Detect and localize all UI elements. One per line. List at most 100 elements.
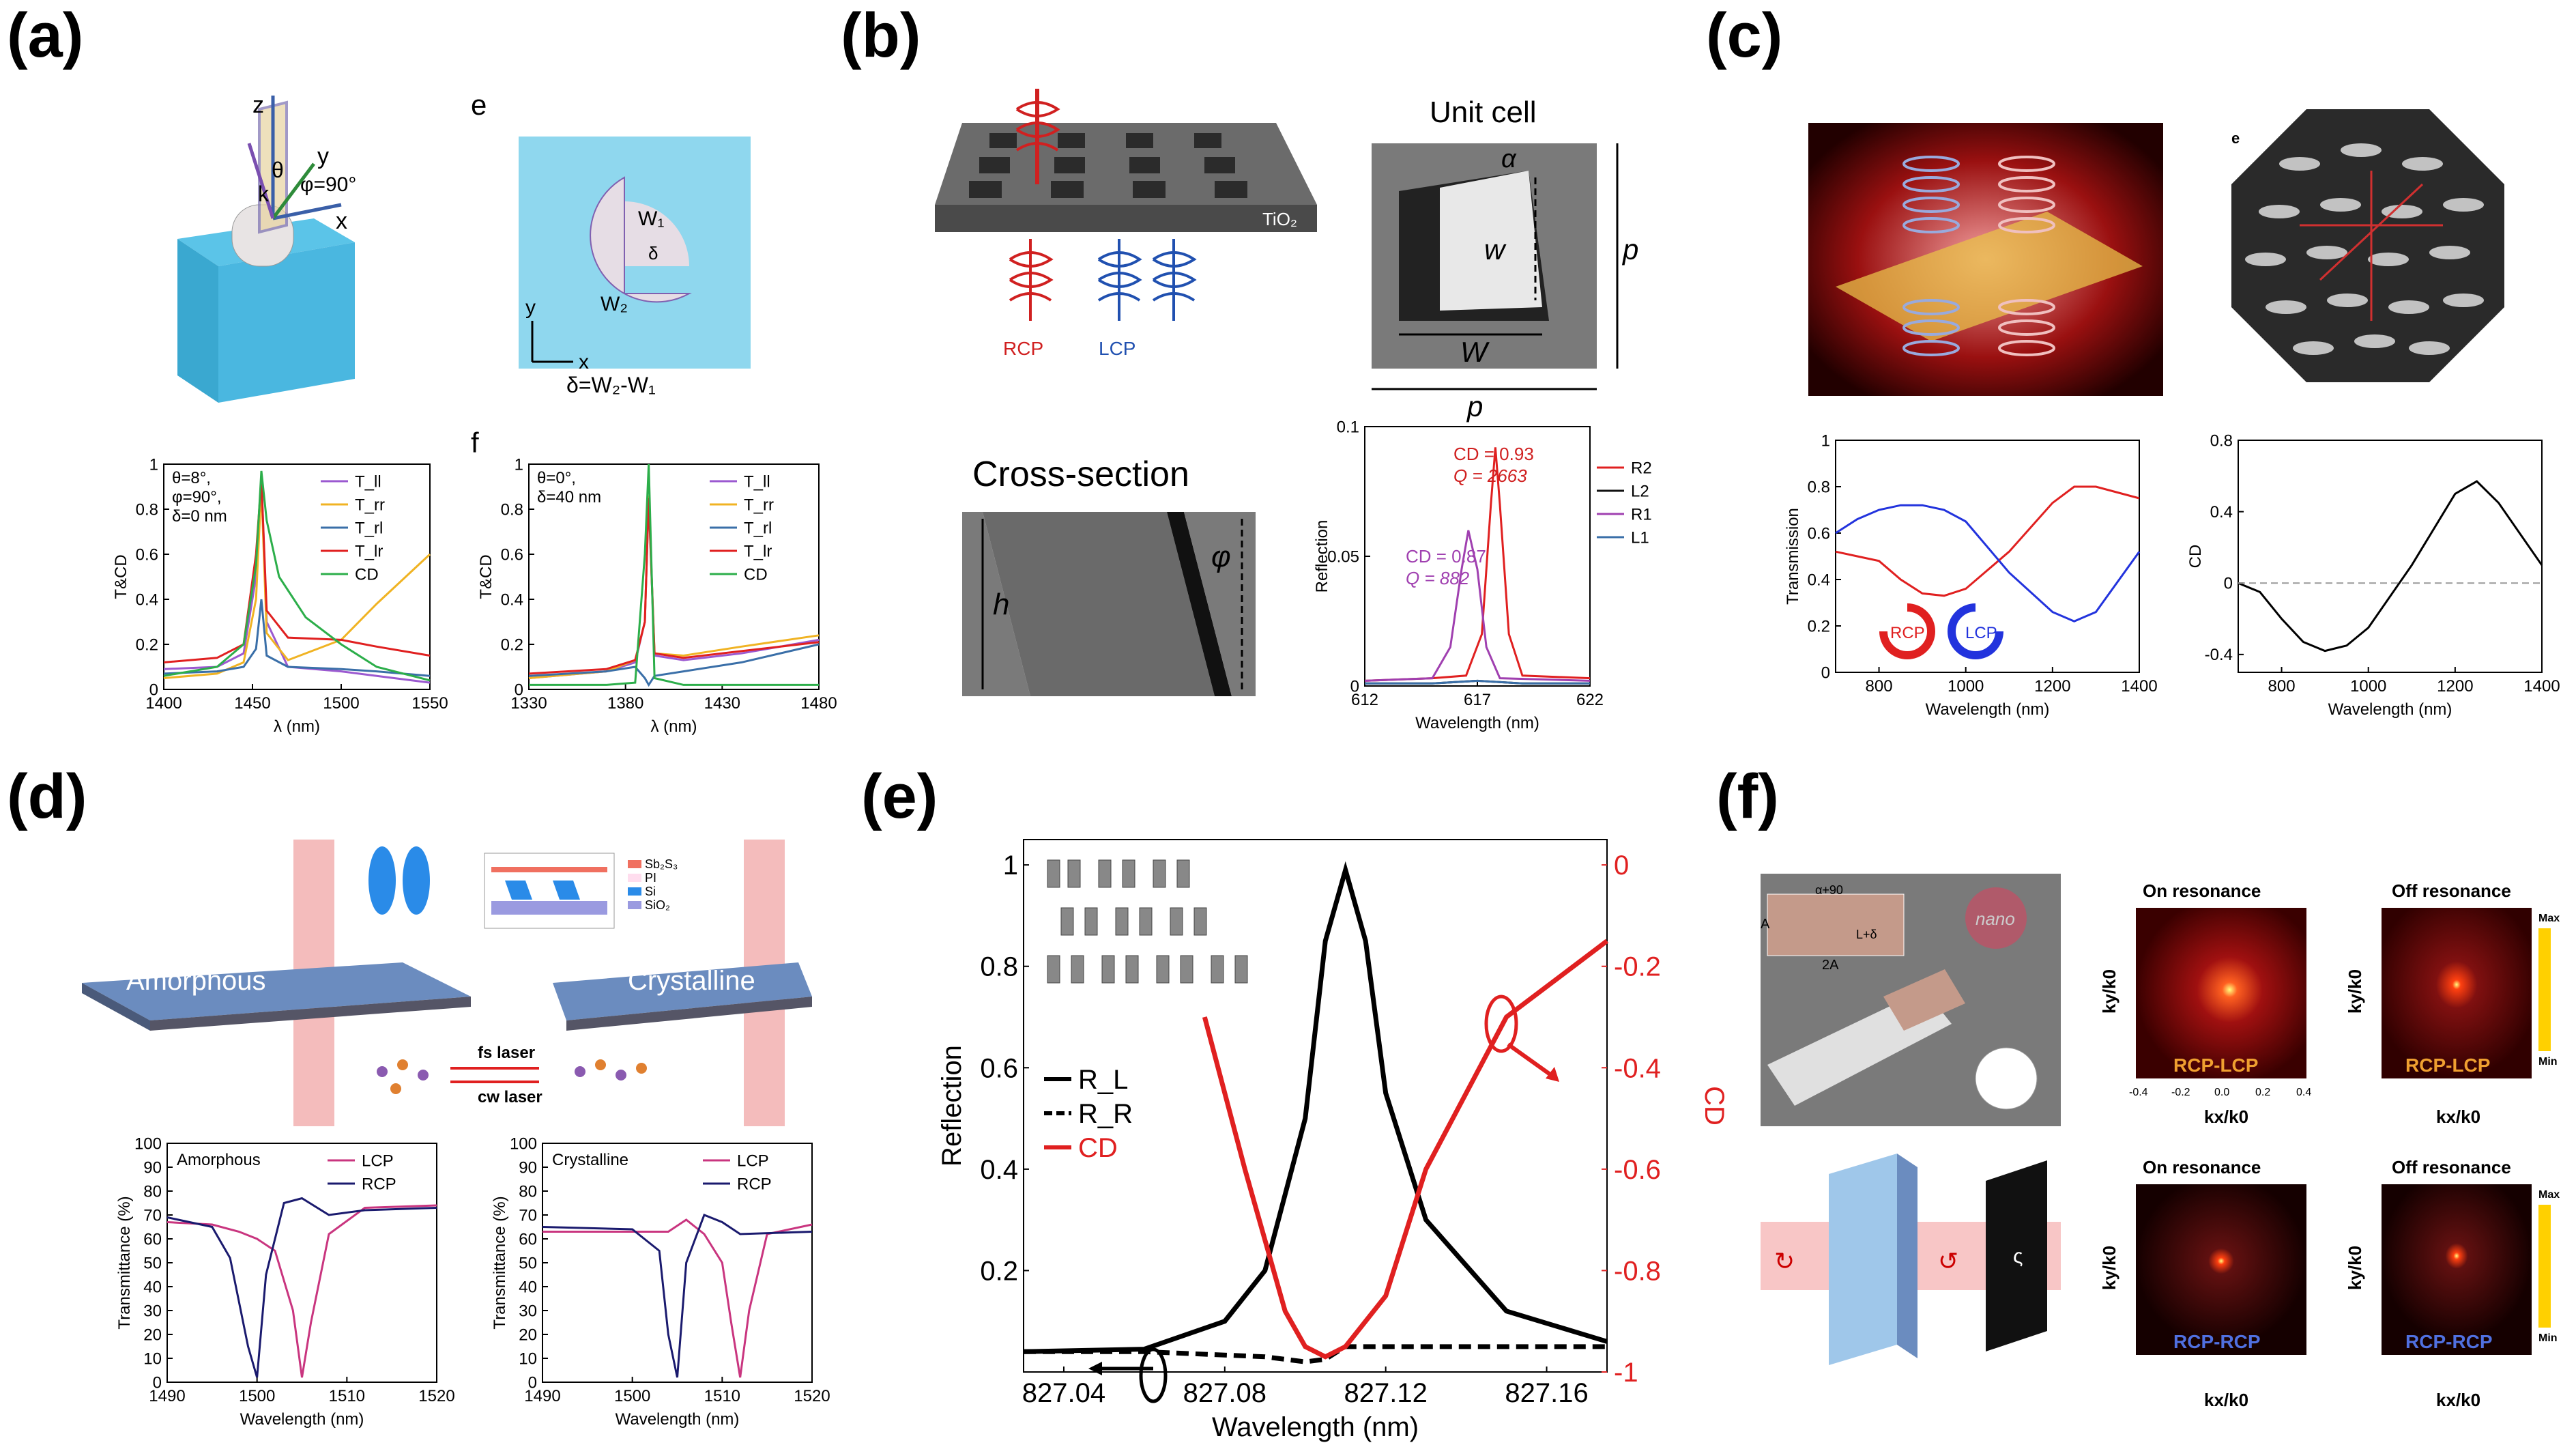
series-line-lcp	[1835, 504, 2141, 623]
ky-label-tr: ky/k0	[2345, 969, 2365, 1014]
axis-x-label: x	[336, 208, 347, 234]
max-label-tr: Max	[2538, 913, 2560, 924]
y-axis-label: CD	[2186, 545, 2205, 569]
layer-legend: Sb₂S₃ PI Si SiO₂	[628, 857, 678, 912]
panel-label-c: (c)	[1706, 1, 1783, 70]
layer-label-0: Sb₂S₃	[645, 857, 678, 871]
annot-cd1: CD = 0.93	[1453, 444, 1534, 464]
p-vertical-label: p	[1621, 233, 1638, 266]
legend-label: R2	[1631, 459, 1652, 477]
x-tick-label: 617	[1464, 691, 1491, 709]
legend-label: R1	[1631, 505, 1652, 524]
y2-tick-label: -0.4	[1614, 1053, 1661, 1083]
c-lcp-label: LCP	[1965, 624, 1997, 642]
y-tick-label: 60	[143, 1230, 162, 1248]
x-tick-label: 1430	[704, 694, 740, 713]
series-line-lcp	[542, 1218, 813, 1378]
svg-text:↺: ↺	[1938, 1247, 1958, 1275]
panel-c-sem-image	[2231, 109, 2504, 382]
svg-text:0.2: 0.2	[2255, 1087, 2270, 1098]
x-axis-label: Wavelength (nm)	[616, 1410, 740, 1429]
y-tick-label: 80	[519, 1182, 537, 1201]
legend-label: RCP	[362, 1175, 396, 1193]
y2-tick-label: -0.2	[1614, 952, 1661, 982]
w2-label: W₂	[600, 293, 628, 315]
series-line-rcp	[167, 1197, 437, 1378]
series-line-cd	[2238, 480, 2543, 653]
min-label-tr: Min	[2538, 1056, 2558, 1068]
series-line-tll	[528, 498, 820, 679]
legend-label: T_ll	[744, 472, 770, 491]
svg-text:↻: ↻	[1774, 1247, 1795, 1275]
chart-annotation: δ=40 nm	[537, 488, 601, 506]
heatmap-title-bl: On resonance	[2143, 1157, 2261, 1177]
x-tick-label: 1450	[234, 694, 270, 713]
heatmap-title-tl: On resonance	[2143, 881, 2261, 901]
y-axis-label: T&CD	[112, 554, 130, 599]
rcp-rcp-label-bl: RCP-RCP	[2173, 1331, 2261, 1352]
series-line-trl	[163, 599, 431, 677]
panel-a-inset-e-label: e	[471, 89, 487, 121]
heatmap-top-right: ky/k0 kx/k0 RCP-LCP Max Min	[2345, 908, 2560, 1127]
kx-label-br: kx/k0	[2436, 1390, 2480, 1410]
amorphous-diagram-label: Amorphous	[126, 966, 266, 996]
x-axis-label: λ (nm)	[274, 717, 320, 736]
y-axis-label: Reflection	[1313, 520, 1331, 593]
x-tick-label: 827.04	[1022, 1378, 1105, 1408]
kx-label-tr: kx/k0	[2436, 1106, 2480, 1127]
y-tick-label: 0.4	[980, 1155, 1018, 1185]
y-tick-label: 1	[515, 455, 523, 474]
panel-b-metasurface: RCP LCP TiO₂	[935, 89, 1317, 359]
y-axis-label: T&CD	[477, 554, 495, 599]
y-tick-label: 70	[143, 1206, 162, 1225]
y-tick-label: 70	[519, 1206, 537, 1225]
unit-cell-title: Unit cell	[1430, 96, 1537, 129]
y-tick-label: 0	[2224, 575, 2233, 593]
y-tick-label: 10	[143, 1349, 162, 1368]
crystal-structures	[377, 1059, 647, 1094]
delta-label: δ	[648, 243, 658, 263]
x-tick-label: 1510	[704, 1387, 740, 1405]
x-tick-label: 1490	[524, 1387, 560, 1405]
ky-label-br: ky/k0	[2345, 1246, 2365, 1290]
annot-cd2: CD = 0.87	[1406, 546, 1486, 567]
legend-label: T_lr	[355, 542, 383, 560]
y-tick-label: 40	[519, 1278, 537, 1296]
plot-frame	[2238, 440, 2543, 673]
cross-section-title: Cross-section	[972, 455, 1189, 494]
y-tick-label: 0.6	[136, 545, 158, 564]
x-tick-label: 1500	[239, 1387, 275, 1405]
x-tick-label: 1000	[1948, 677, 1984, 696]
panel-label-a: (a)	[7, 1, 84, 70]
legend-label: T_rl	[744, 519, 772, 537]
x-tick-label: 1400	[2121, 677, 2157, 696]
x-tick-label: 612	[1351, 691, 1378, 709]
y-tick-label: 0.2	[136, 635, 158, 654]
chart-inner-title: Crystalline	[552, 1151, 628, 1169]
y-tick-label: 0	[149, 681, 158, 699]
plot-frame	[1023, 839, 1608, 1373]
theta-label: θ	[272, 158, 284, 182]
plot-frame	[167, 1143, 437, 1383]
y-tick-label: 0.4	[501, 590, 523, 609]
annot-q2: Q = 882	[1406, 568, 1470, 588]
y-tick-label: 0.6	[1808, 524, 1830, 543]
phi-label: φ=90°	[300, 173, 356, 196]
cw-laser-label: cw laser	[478, 1088, 542, 1106]
panel-d-schematic: Amorphous Crystalline Sb₂S₃ PI Si SiO₂ f…	[82, 840, 812, 1126]
y-tick-label: 90	[519, 1158, 537, 1177]
plot-frame	[528, 463, 820, 690]
series-line-trr	[528, 496, 820, 679]
y-tick-label: -0.4	[2205, 646, 2233, 664]
y-tick-label: 20	[143, 1326, 162, 1344]
x-axis-label: Wavelength (nm)	[1926, 700, 2050, 719]
series-line-tlr	[528, 498, 820, 675]
layer-label-3: SiO₂	[645, 898, 670, 912]
heatmap-title-br: Off resonance	[2392, 1157, 2511, 1177]
cd-circle-marker	[1484, 995, 1518, 1053]
